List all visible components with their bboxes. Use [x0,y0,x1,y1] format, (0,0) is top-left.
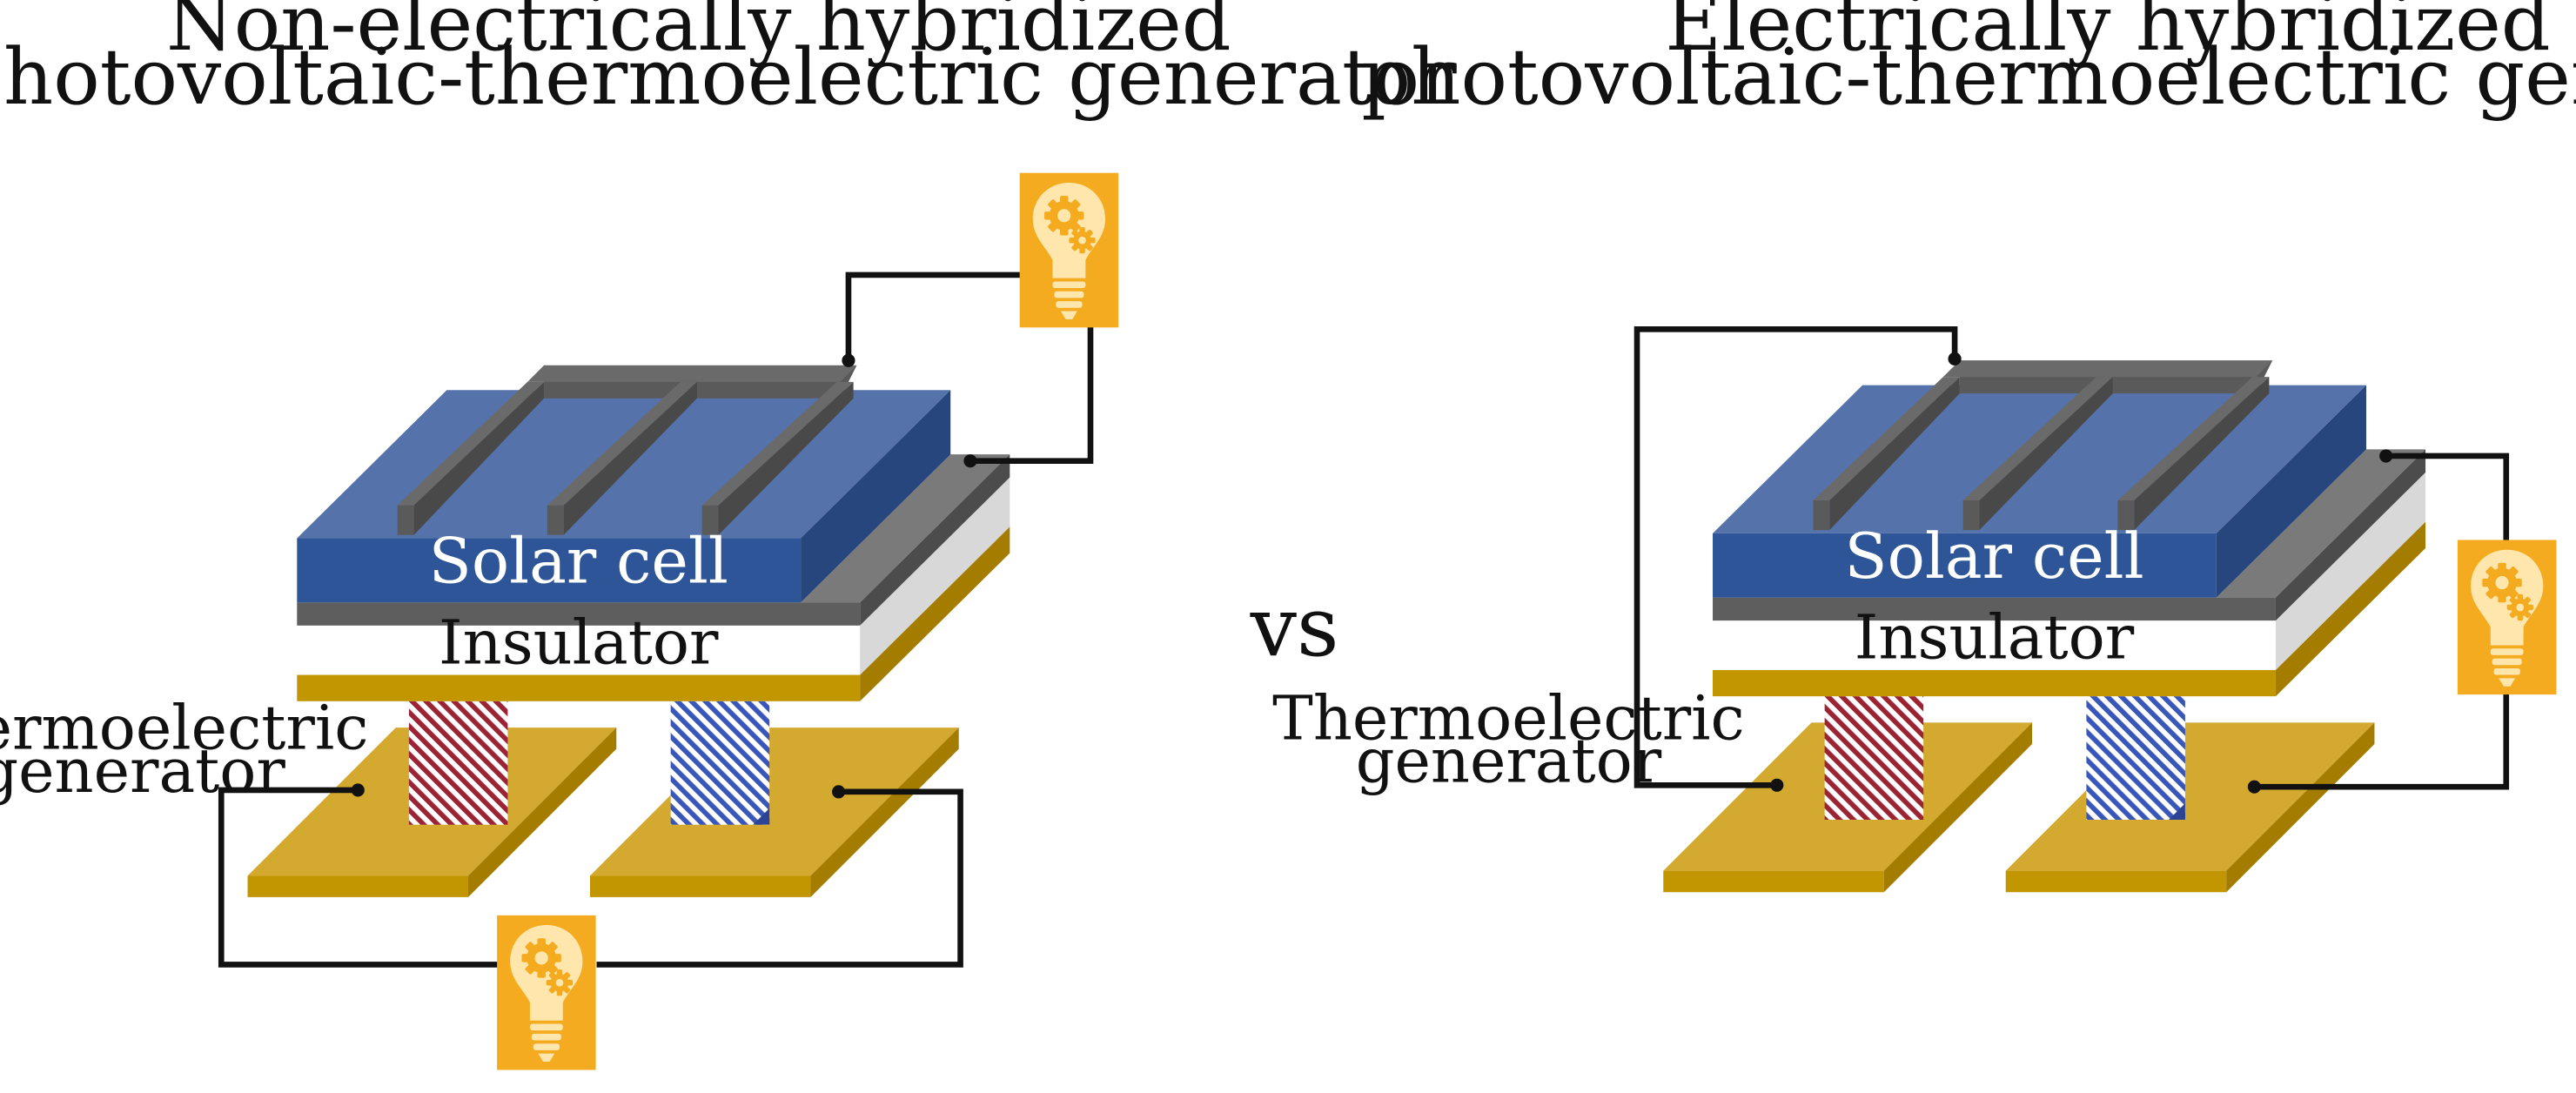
left-teg-label-line2: generator [0,735,285,807]
left-insulator-label: Insulator [439,607,719,678]
left-title-line2: photovoltaic-thermoelectric generator [0,31,1457,122]
left-teg-wire [218,787,499,968]
left-solar-cell-label: Solar cell [429,525,728,598]
left-panel: Non-electrically hybridized photovoltaic… [0,0,1457,1070]
right-title-line2: photovoltaic-thermoelectric generator [1361,31,2576,122]
lightbulb-gear-icon [1019,172,1119,328]
right-series-wire-left [1633,326,1958,788]
left-pv-return-wire [969,325,1094,464]
right-teg-label-line2: generator [1356,725,1662,796]
right-teg-label-line1: Thermoelectric [1272,682,1745,754]
right-insulator-label: Insulator [1855,602,2135,674]
right-solar-cell-label: Solar cell [1844,520,2143,593]
right-panel: Electrically hybridized photovoltaic-the… [1272,0,2576,893]
left-teg-return-wire [596,788,963,968]
lightbulb-gear-icon [497,915,596,1070]
right-series-wire-bottom [2254,691,2510,790]
left-title-line1: Non-electrically hybridized [166,0,1231,68]
right-series-wire-right [2385,453,2510,544]
lightbulb-gear-icon [2457,540,2557,695]
vs-label: vs [1250,580,1339,675]
right-title-line1: Electrically hybridized [1665,0,2550,68]
left-teg-label-line1: Thermoelectric [0,693,368,764]
left-pv-wire [845,272,1022,361]
